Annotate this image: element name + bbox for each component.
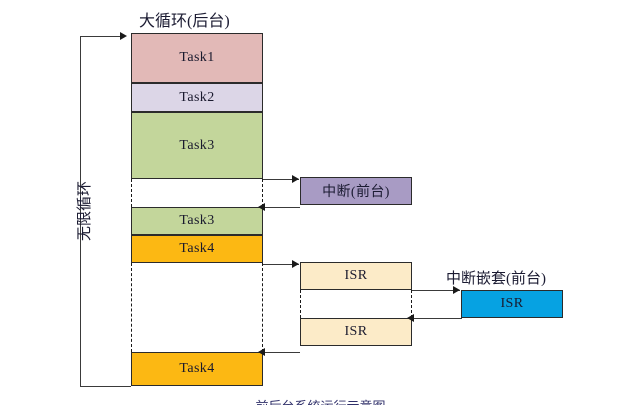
isr-gap-dash-left: [300, 290, 301, 318]
loop-bottom-line: [80, 386, 131, 387]
block-interrupt: 中断(前台): [300, 177, 412, 205]
arrow-to-interrupt-head: [292, 175, 299, 183]
arrow-from-interrupt-line: [264, 207, 300, 208]
block-task3-first: Task3: [131, 112, 263, 179]
isr-gap-dash-right: [411, 290, 412, 318]
block-task4-first: Task4: [131, 235, 263, 263]
gap1-dash-left: [131, 179, 132, 207]
block-task4-resume-label: Task4: [179, 361, 215, 376]
block-task4-resume: Task4: [131, 352, 263, 386]
block-task1: Task1: [131, 33, 263, 83]
block-isr-nested: ISR: [461, 290, 563, 318]
gap1-dash-right: [262, 179, 263, 207]
arrow-to-isr-line: [263, 264, 299, 265]
arrow-to-nested-line: [412, 290, 460, 291]
block-isr-first: ISR: [300, 262, 412, 290]
arrow-to-interrupt-line: [263, 179, 299, 180]
arrow-from-interrupt-head: [258, 203, 265, 211]
arrow-from-isr-line: [264, 352, 300, 353]
block-interrupt-label: 中断(前台): [322, 185, 390, 200]
block-task3-resume-label: Task3: [179, 213, 215, 228]
block-task1-label: Task1: [179, 50, 215, 65]
loop-arrow-head: [120, 32, 127, 40]
loop-left-vertical: [80, 36, 81, 386]
block-isr-resume-label: ISR: [344, 324, 368, 339]
block-isr-resume: ISR: [300, 318, 412, 346]
block-task2: Task2: [131, 83, 263, 112]
arrow-to-nested-head: [453, 286, 460, 294]
block-task3-first-label: Task3: [179, 137, 215, 153]
block-task3-resume: Task3: [131, 207, 263, 235]
gap2-dash-left: [131, 263, 132, 352]
title-background-loop: 大循环(后台): [139, 13, 230, 30]
label-infinite-loop: 无限循环: [77, 180, 93, 241]
arrow-from-nested-line: [413, 318, 462, 319]
label-nested-interrupt: 中断嵌套(前台): [446, 271, 546, 287]
block-task4-first-label: Task4: [179, 241, 215, 256]
loop-arrow-top-line: [80, 36, 121, 37]
block-isr-first-label: ISR: [344, 268, 368, 283]
bottom-caption: 前后台系统运行示意图: [0, 396, 641, 405]
block-task2-label: Task2: [179, 89, 215, 105]
arrow-from-isr-head: [258, 348, 265, 356]
block-isr-nested-label: ISR: [500, 296, 524, 311]
gap2-dash-right: [262, 263, 263, 352]
arrow-from-nested-head: [407, 314, 414, 322]
arrow-to-isr-head: [292, 260, 299, 268]
